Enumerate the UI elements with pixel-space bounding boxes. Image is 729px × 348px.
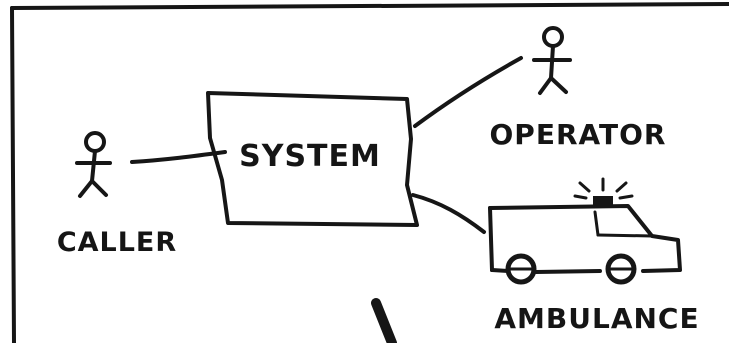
- caller-stick-figure-icon: [77, 133, 110, 196]
- system-operator-connector: [415, 58, 521, 126]
- stray-stroke: [376, 303, 392, 343]
- system-box: SYSTEM: [208, 93, 417, 225]
- operator-label: OPERATOR: [490, 118, 667, 151]
- caller-system-connector: [132, 152, 225, 162]
- ambulance-icon: [490, 179, 680, 282]
- system-label: SYSTEM: [239, 139, 381, 174]
- operator-stick-figure-icon: [534, 28, 570, 93]
- ambulance-label: AMBULANCE: [494, 302, 699, 335]
- caller-label: CALLER: [57, 227, 177, 258]
- caller-actor: CALLER: [57, 133, 177, 258]
- system-ambulance-connector: [413, 195, 484, 232]
- operator-actor: OPERATOR: [490, 28, 667, 151]
- ambulance: AMBULANCE: [490, 179, 700, 335]
